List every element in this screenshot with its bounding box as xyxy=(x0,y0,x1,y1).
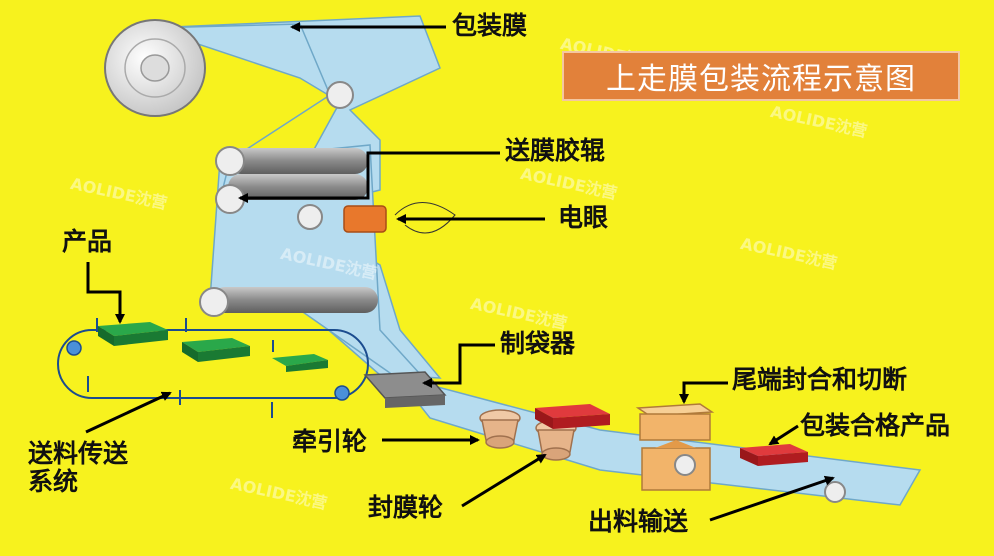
label-product: 产品 xyxy=(62,227,113,256)
arrow-infeed-conveyor xyxy=(85,391,172,434)
label-end-seal-cut: 尾端封合和切断 xyxy=(732,365,908,394)
label-photo-eye: 电眼 xyxy=(558,203,609,232)
product-red-qualified xyxy=(740,444,808,466)
product-red-sealing xyxy=(535,404,610,429)
product-green-1 xyxy=(98,322,168,346)
arrow-product xyxy=(86,262,125,324)
label-qualified-product: 包装合格产品 xyxy=(800,411,951,440)
idler-roller xyxy=(326,81,354,109)
arrow-end-seal-cut xyxy=(679,381,728,404)
photo-eye xyxy=(343,202,456,234)
infeed-conveyor-belt xyxy=(57,318,369,418)
product-green-2 xyxy=(182,338,250,362)
film-feed-rollers xyxy=(215,146,368,214)
outfeed-roller-left xyxy=(674,454,696,476)
label-pull-wheel: 牵引轮 xyxy=(292,427,368,456)
label-outfeed-conveyor: 出料输送 xyxy=(588,507,689,536)
arrow-bag-former xyxy=(422,343,495,388)
label-packaging-film: 包装膜 xyxy=(452,11,528,40)
label-film-feed-roller: 送膜胶辊 xyxy=(505,136,606,165)
label-bag-former: 制袋器 xyxy=(500,329,576,358)
outfeed-roller-right xyxy=(824,481,846,503)
label-seal-wheel: 封膜轮 xyxy=(368,493,444,522)
diagram-title: 上走膜包装流程示意图 xyxy=(606,62,916,97)
arrow-qualified-product xyxy=(768,424,799,446)
product-green-3 xyxy=(272,354,328,372)
callout-arrows xyxy=(85,22,835,522)
film-spool xyxy=(104,19,206,117)
title-banner: 上走膜包装流程示意图 xyxy=(562,51,960,101)
arrow-film-feed-roller xyxy=(238,151,500,203)
arrow-outfeed-conveyor xyxy=(709,475,835,522)
arrow-seal-wheel xyxy=(461,453,547,508)
label-infeed-conveyor: 送料传送系统 xyxy=(28,439,129,496)
pull-wheel xyxy=(479,409,521,449)
guide-roller xyxy=(199,204,378,317)
